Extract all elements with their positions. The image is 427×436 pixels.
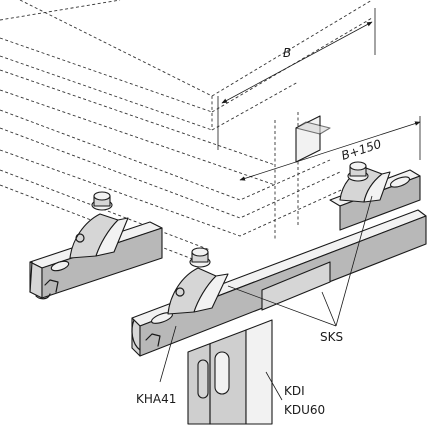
clamp-front-left xyxy=(167,247,229,315)
label-sks: SKS xyxy=(320,330,343,344)
clamp-back-right xyxy=(329,161,421,231)
leader-lines xyxy=(159,195,373,401)
label-kdi: KDI xyxy=(284,384,305,398)
i-beam xyxy=(0,0,373,261)
dimension-b: B xyxy=(217,8,376,150)
label-kha41: KHA41 xyxy=(136,392,176,406)
clamp-back-left xyxy=(69,191,129,259)
dimension-b150: B+150 xyxy=(239,116,421,181)
dimension-b-label: B xyxy=(283,46,291,60)
rail-back xyxy=(29,221,163,300)
label-kdu60: KDU60 xyxy=(284,403,325,417)
bracket xyxy=(187,261,331,425)
